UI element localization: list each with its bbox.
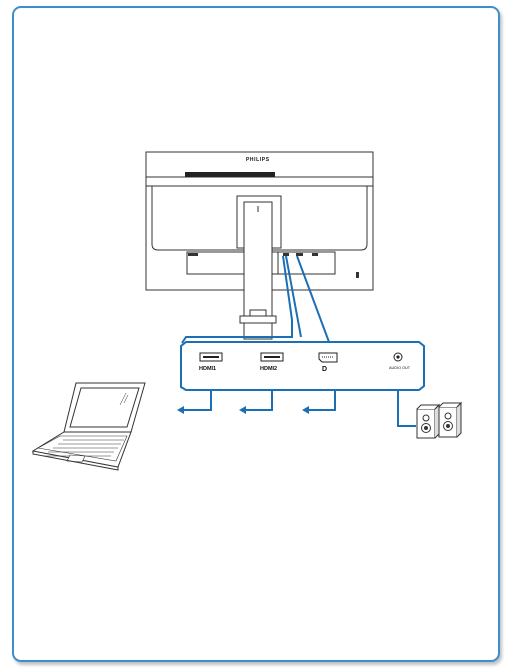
hdmi-port-icon (260, 352, 284, 362)
arrow-left-icon (302, 406, 309, 414)
cables (182, 390, 416, 427)
displayport-label: D (322, 366, 328, 373)
arrow-left-icon (239, 406, 246, 414)
hdmi1-cable (182, 390, 212, 411)
hdmi-port-icon (199, 352, 223, 362)
dp-cable (307, 390, 336, 411)
hdmi2-cable (244, 390, 273, 411)
brand-logo-text: PHILIPS (246, 157, 270, 163)
connector-panel (180, 341, 425, 391)
hdmi2-port-label: HDMI2 (260, 366, 278, 372)
audio-cable (397, 390, 416, 427)
callout-lines (181, 255, 330, 344)
speakers-icon (416, 401, 463, 439)
hdmi1-port-label: HDMI1 (199, 366, 217, 372)
displayport-icon (318, 352, 338, 363)
arrow-left-icon (177, 406, 184, 414)
audio-jack-icon (393, 352, 403, 362)
monitor-stand (236, 195, 282, 340)
cable-arrows (177, 406, 309, 414)
laptop-icon (31, 382, 146, 471)
audio-out-label: AUDIO OUT (389, 366, 411, 370)
